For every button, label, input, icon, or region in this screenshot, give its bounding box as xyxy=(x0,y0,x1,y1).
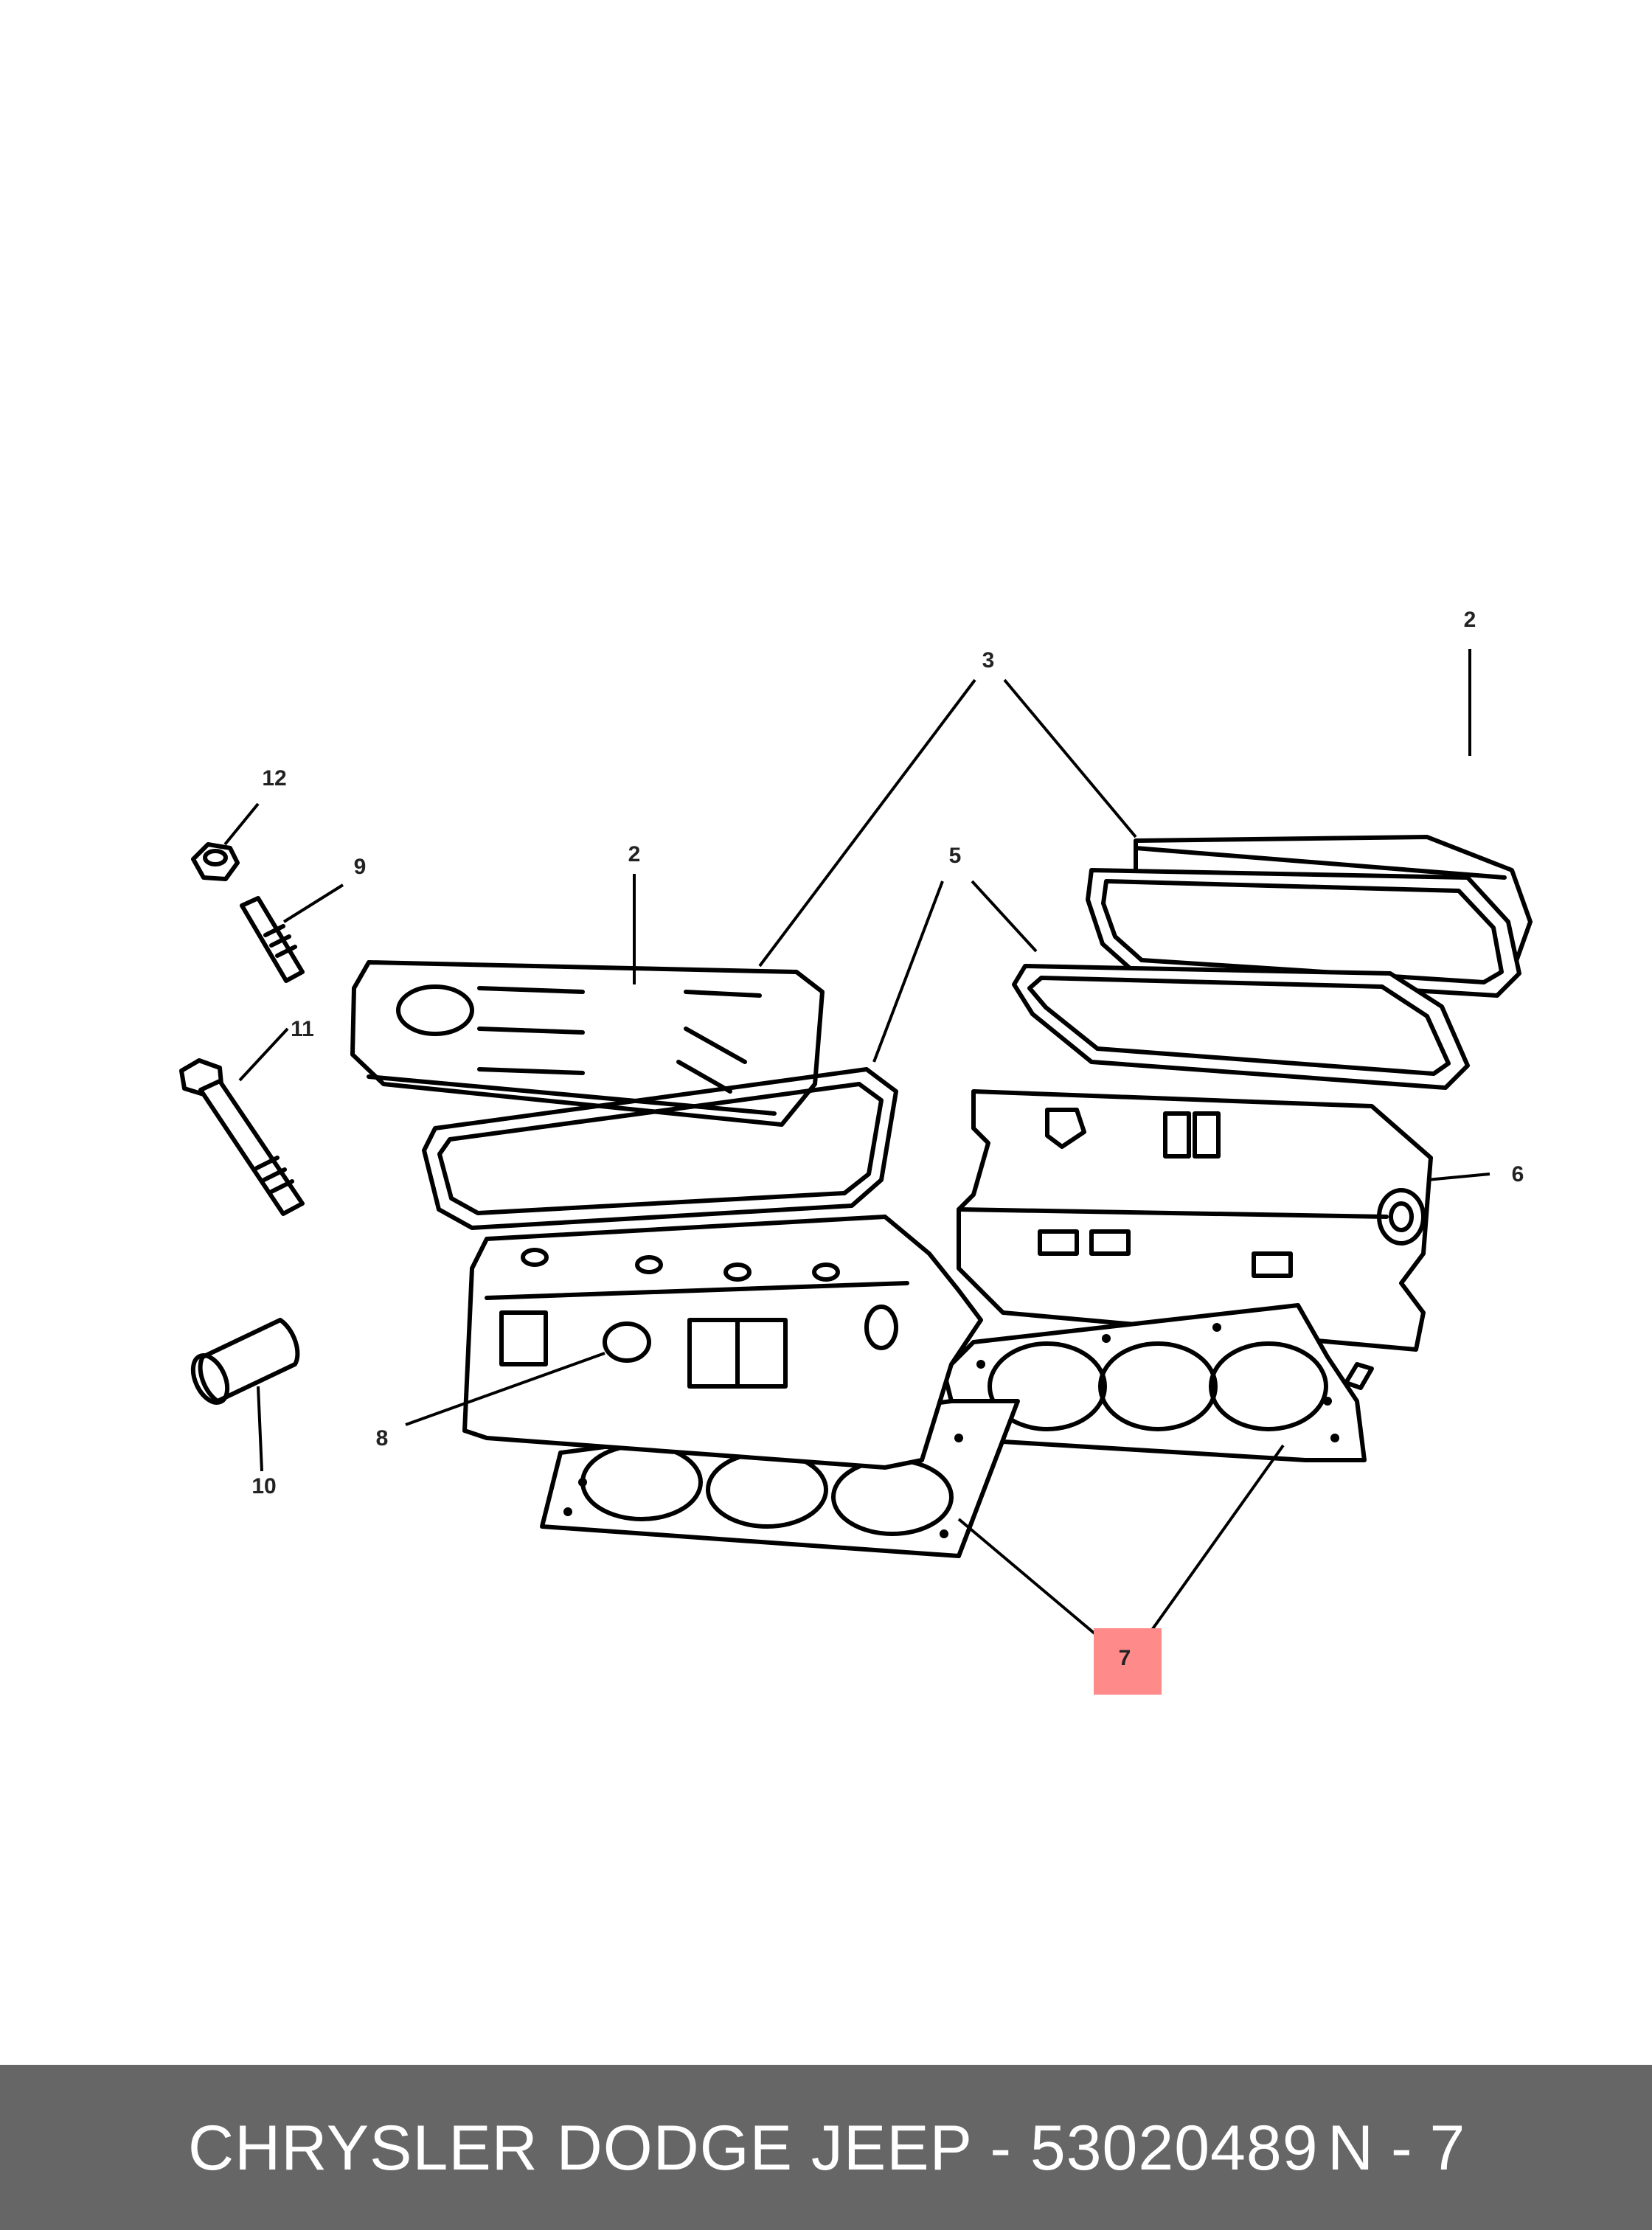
dowel-sleeve-part xyxy=(190,1318,300,1405)
hex-nut-part xyxy=(191,842,240,881)
footer-callout-ref: N - 7 xyxy=(1328,2113,1465,2184)
valve-cover-gasket-left-part xyxy=(422,1067,898,1230)
dowel-pin-part xyxy=(1344,1362,1374,1390)
callout-12: 12 xyxy=(262,766,286,791)
exploded-parts-diagram: 2 3 12 9 2 5 11 6 8 10 7 xyxy=(179,608,1533,1695)
cylinder-head-right-part xyxy=(957,1089,1433,1352)
valve-cover-gasket-right-upper-part xyxy=(1086,868,1521,998)
bolt-part xyxy=(179,1058,305,1216)
callout-8: 8 xyxy=(376,1426,389,1451)
stud-part xyxy=(240,896,305,983)
callout-9: 9 xyxy=(354,855,367,879)
footer-bar: CHRYSLER DODGE JEEP - 53020489 N - 7 xyxy=(0,2065,1652,2230)
valve-cover-gasket-right-lower-part xyxy=(1012,964,1470,1090)
callout-6: 6 xyxy=(1512,1162,1524,1187)
callout-2-left: 2 xyxy=(628,842,641,866)
callout-2-right: 2 xyxy=(1464,608,1476,632)
footer-part-title: CHRYSLER DODGE JEEP - 53020489 xyxy=(188,2113,1319,2184)
head-gasket-right-part xyxy=(942,1303,1367,1462)
callout-3: 3 xyxy=(982,648,995,673)
valve-cover-left-part xyxy=(350,960,825,1127)
callout-5: 5 xyxy=(949,844,962,868)
callout-7-highlight xyxy=(1094,1628,1162,1695)
leader-lines xyxy=(223,649,1490,1639)
cylinder-head-left-part xyxy=(462,1215,983,1470)
callout-11: 11 xyxy=(291,1017,314,1041)
callout-7: 7 xyxy=(1119,1646,1131,1670)
callout-10: 10 xyxy=(251,1474,276,1498)
